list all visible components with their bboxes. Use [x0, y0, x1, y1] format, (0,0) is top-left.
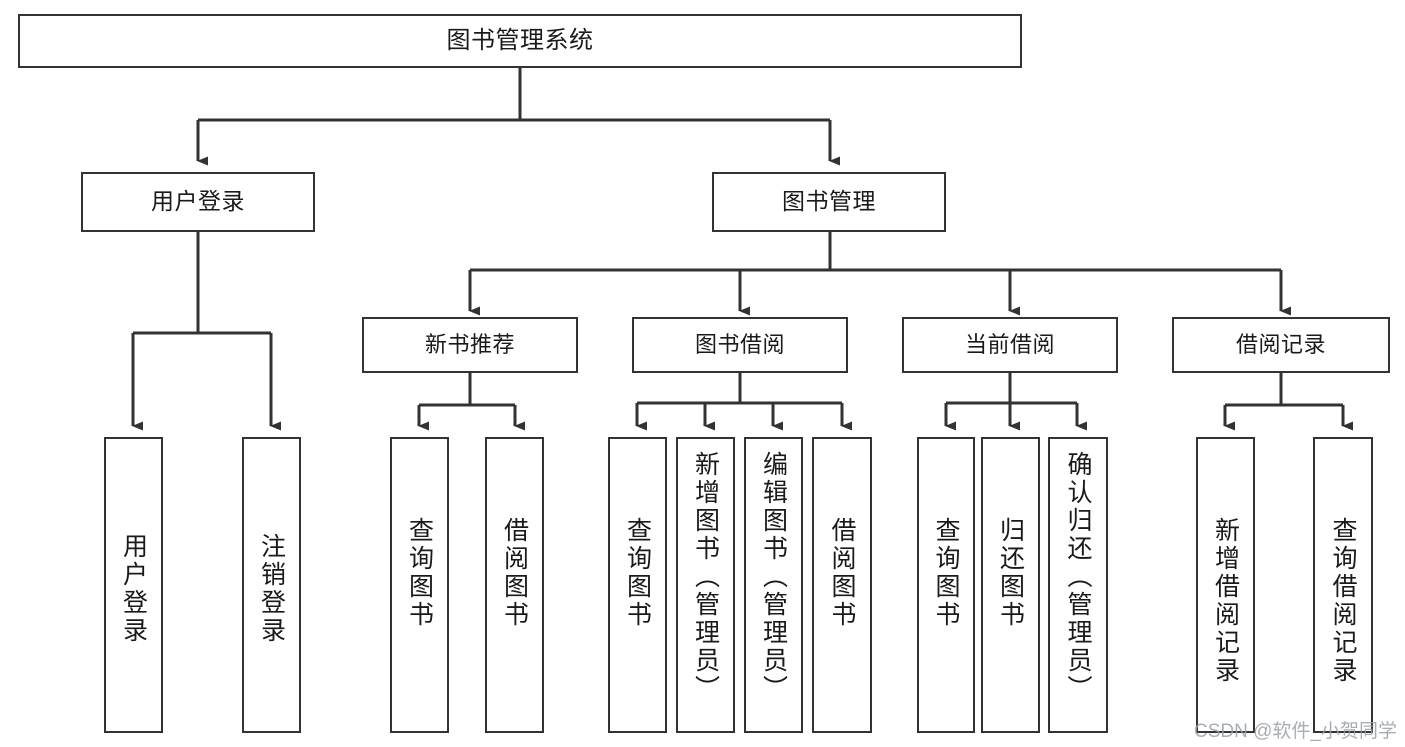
- node-leaf-query-borrow-record[interactable]: 查询借阅记录: [1313, 437, 1373, 733]
- node-leaf-borrow-book-recommend[interactable]: 借阅图书: [485, 437, 544, 733]
- node-book-borrow[interactable]: 图书借阅: [632, 317, 848, 373]
- node-new-book-recommend[interactable]: 新书推荐: [362, 317, 578, 373]
- node-leaf-add-book[interactable]: 新增图书（管理员）: [676, 437, 735, 733]
- node-root-book-management-system[interactable]: 图书管理系统: [18, 14, 1022, 68]
- node-label: 归还图书: [996, 517, 1025, 629]
- node-label: 图书借阅: [694, 331, 785, 357]
- node-label: 图书管理系统: [446, 26, 594, 54]
- node-leaf-user-login[interactable]: 用户登录: [104, 437, 163, 733]
- node-label: 用户登录: [151, 188, 245, 215]
- node-current-borrow[interactable]: 当前借阅: [902, 317, 1118, 373]
- node-book-management[interactable]: 图书管理: [712, 172, 946, 232]
- node-leaf-return-book[interactable]: 归还图书: [981, 437, 1040, 733]
- node-label: 注销登录: [257, 533, 286, 645]
- node-label: 当前借阅: [964, 331, 1055, 357]
- node-leaf-query-book-borrow[interactable]: 查询图书: [608, 437, 667, 733]
- node-label: 确认归还（管理员）: [1064, 451, 1092, 703]
- node-leaf-add-borrow-record[interactable]: 新增借阅记录: [1196, 437, 1255, 733]
- node-borrow-record[interactable]: 借阅记录: [1172, 317, 1390, 373]
- node-label: 借阅图书: [500, 517, 529, 629]
- node-label: 借阅图书: [828, 517, 856, 629]
- node-label: 编辑图书（管理员）: [759, 451, 788, 703]
- node-leaf-query-book-recommend[interactable]: 查询图书: [390, 437, 449, 733]
- node-label: 新增图书（管理员）: [691, 451, 720, 703]
- node-label: 借阅记录: [1235, 331, 1326, 357]
- node-label: 用户登录: [119, 533, 148, 645]
- node-leaf-query-book-current[interactable]: 查询图书: [917, 437, 975, 733]
- node-leaf-confirm-return[interactable]: 确认归还（管理员）: [1048, 437, 1108, 733]
- node-label: 查询借阅记录: [1329, 517, 1357, 685]
- node-label: 图书管理: [782, 188, 876, 215]
- node-label: 新书推荐: [424, 331, 515, 357]
- node-leaf-edit-book[interactable]: 编辑图书（管理员）: [744, 437, 803, 733]
- node-user-login[interactable]: 用户登录: [81, 172, 315, 232]
- node-leaf-borrow-book[interactable]: 借阅图书: [812, 437, 872, 733]
- node-label: 新增借阅记录: [1211, 517, 1240, 685]
- node-label: 查询图书: [932, 517, 960, 629]
- node-label: 查询图书: [623, 517, 652, 629]
- node-leaf-logout[interactable]: 注销登录: [242, 437, 301, 733]
- node-label: 查询图书: [405, 517, 434, 629]
